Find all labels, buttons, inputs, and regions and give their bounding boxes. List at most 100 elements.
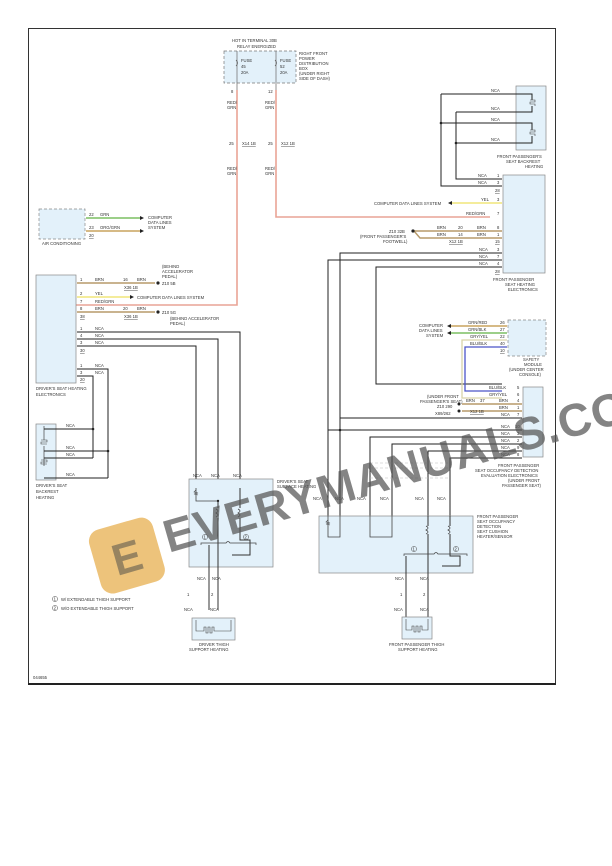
svg-text:BRN: BRN bbox=[137, 306, 146, 311]
fuse-box: HOT IN TERMINAL 30B RELAY ENERGIZED FUSE… bbox=[223, 38, 331, 94]
svg-text:(UNDER FRONT: (UNDER FRONT bbox=[508, 478, 540, 483]
heater-element-icon bbox=[237, 508, 241, 518]
svg-text:27: 27 bbox=[500, 327, 505, 332]
svg-text:DATA LINES: DATA LINES bbox=[419, 328, 443, 333]
svg-text:PEDAL): PEDAL) bbox=[170, 321, 186, 326]
svg-text:W/O EXTENDABLE THIGH SUPPORT: W/O EXTENDABLE THIGH SUPPORT bbox=[61, 606, 134, 611]
svg-text:NCA: NCA bbox=[95, 370, 104, 375]
svg-text:GRY/YEL: GRY/YEL bbox=[489, 392, 508, 397]
svg-text:GRN: GRN bbox=[227, 105, 236, 110]
svg-text:NCA: NCA bbox=[335, 496, 344, 501]
svg-text:RED/: RED/ bbox=[227, 166, 238, 171]
svg-text:(UNDER RIGHT: (UNDER RIGHT bbox=[299, 71, 330, 76]
svg-text:20A: 20A bbox=[280, 70, 288, 75]
passenger-seat-cushion-heater-sensor: NCA NCA NCA NCA NCA NCA 1 2 FRONT PASSEN… bbox=[313, 496, 518, 590]
svg-text:DRIVER'S SEAT HEATING: DRIVER'S SEAT HEATING bbox=[36, 386, 87, 391]
svg-text:YEL: YEL bbox=[95, 291, 104, 296]
figure-id: 044655 bbox=[33, 675, 48, 680]
svg-text:22: 22 bbox=[500, 334, 505, 339]
svg-text:COMPUTER DATA LINES SYSTEM: COMPUTER DATA LINES SYSTEM bbox=[374, 201, 442, 206]
driver-thigh-support-heating: 1 2 NCA NCA DRIVER THIGH SUPPORT HEATING bbox=[184, 592, 236, 652]
ground-icon bbox=[457, 409, 461, 413]
svg-text:20: 20 bbox=[458, 225, 463, 230]
svg-text:SAFETY: SAFETY bbox=[523, 357, 539, 362]
svg-text:1: 1 bbox=[80, 277, 83, 282]
svg-text:1: 1 bbox=[413, 547, 416, 552]
svg-text:2: 2 bbox=[80, 291, 83, 296]
svg-text:NCA: NCA bbox=[501, 445, 510, 450]
svg-text:AIR CONDITIONING: AIR CONDITIONING bbox=[42, 241, 81, 246]
svg-text:20: 20 bbox=[123, 306, 128, 311]
svg-text:BRN: BRN bbox=[499, 405, 508, 410]
svg-text:7: 7 bbox=[517, 412, 520, 417]
svg-text:X14 1B: X14 1B bbox=[242, 141, 256, 146]
svg-text:37: 37 bbox=[480, 398, 485, 403]
svg-text:BOX: BOX bbox=[299, 66, 308, 71]
heater-element-icon bbox=[405, 619, 429, 633]
svg-text:ELECTRONICS: ELECTRONICS bbox=[36, 392, 66, 397]
arrow-icon bbox=[447, 331, 451, 335]
svg-text:RED/: RED/ bbox=[265, 166, 276, 171]
svg-text:NCA: NCA bbox=[501, 412, 510, 417]
svg-text:(BEHIND ACCELERATOR: (BEHIND ACCELERATOR bbox=[170, 316, 219, 321]
svg-text:2: 2 bbox=[211, 592, 214, 597]
svg-text:NCA: NCA bbox=[193, 473, 202, 478]
svg-text:FUSE: FUSE bbox=[280, 58, 291, 63]
svg-text:SEAT BACKREST: SEAT BACKREST bbox=[506, 159, 541, 164]
svg-text:MODULE: MODULE bbox=[524, 362, 542, 367]
sensor-icon bbox=[325, 519, 331, 526]
svg-text:X89/262: X89/262 bbox=[435, 411, 451, 416]
svg-text:COMPUTER: COMPUTER bbox=[419, 323, 443, 328]
svg-text:23: 23 bbox=[89, 225, 94, 230]
svg-text:4: 4 bbox=[497, 261, 500, 266]
svg-text:6: 6 bbox=[517, 392, 520, 397]
svg-text:PASSENGER SEAT): PASSENGER SEAT) bbox=[502, 483, 542, 488]
svg-text:40: 40 bbox=[500, 341, 505, 346]
svg-text:SUPPORT HEATING: SUPPORT HEATING bbox=[398, 647, 438, 652]
svg-text:COMPUTER DATA LINES SYSTEM: COMPUTER DATA LINES SYSTEM bbox=[137, 295, 205, 300]
svg-text:BRN: BRN bbox=[466, 398, 475, 403]
safety-module: GRN/RED 26 GRN/BLK 27 GRY/YEL 22 BLU/BLK… bbox=[419, 319, 547, 399]
arrow-icon bbox=[130, 295, 134, 299]
svg-text:52: 52 bbox=[280, 64, 285, 69]
front-passenger-seat-heating-electronics: NCA 1 NCA 3 28 COMPUTER DATA LINES SYSTE… bbox=[327, 94, 546, 516]
svg-text:FRONT PASSENGER THIGH: FRONT PASSENGER THIGH bbox=[389, 642, 444, 647]
svg-text:DETECTION: DETECTION bbox=[477, 524, 501, 529]
svg-text:CONSOLE): CONSOLE) bbox=[519, 372, 541, 377]
svg-text:GRN: GRN bbox=[265, 171, 274, 176]
watermark-logo-icon bbox=[88, 517, 165, 594]
svg-text:NCA: NCA bbox=[491, 137, 500, 142]
svg-text:3: 3 bbox=[517, 431, 520, 436]
drivers-seat-surface-heating: DRIVER'S SEAT SURFACE HEATING NCA NCA NC… bbox=[188, 473, 316, 610]
svg-text:1: 1 bbox=[80, 326, 83, 331]
svg-text:2: 2 bbox=[245, 535, 248, 540]
svg-text:26: 26 bbox=[500, 320, 505, 325]
svg-text:X36 1B: X36 1B bbox=[124, 314, 138, 319]
svg-text:DRIVER'S SEAT: DRIVER'S SEAT bbox=[36, 483, 68, 488]
svg-text:NCA: NCA bbox=[184, 607, 193, 612]
svg-text:NCA: NCA bbox=[210, 607, 219, 612]
svg-text:2: 2 bbox=[54, 606, 57, 611]
svg-text:Z10 5B: Z10 5B bbox=[162, 281, 176, 286]
svg-text:EVALUATION ELECTRONICS: EVALUATION ELECTRONICS bbox=[481, 473, 538, 478]
svg-text:1: 1 bbox=[517, 405, 520, 410]
ground-icon bbox=[457, 402, 461, 406]
arrow-icon bbox=[448, 201, 452, 205]
svg-text:HEATING: HEATING bbox=[525, 164, 543, 169]
svg-text:BRN: BRN bbox=[477, 225, 486, 230]
svg-text:9: 9 bbox=[517, 445, 520, 450]
svg-text:X36 1B: X36 1B bbox=[124, 285, 138, 290]
svg-text:NCA: NCA bbox=[66, 452, 75, 457]
ground-icon bbox=[156, 310, 160, 314]
arrow-icon bbox=[140, 216, 144, 220]
svg-text:4: 4 bbox=[517, 398, 520, 403]
svg-text:NCA: NCA bbox=[501, 424, 510, 429]
svg-text:RED/: RED/ bbox=[265, 100, 276, 105]
svg-text:38: 38 bbox=[80, 314, 85, 319]
svg-text:1: 1 bbox=[54, 597, 57, 602]
svg-text:NCA: NCA bbox=[394, 607, 403, 612]
svg-text:X12 1B: X12 1B bbox=[281, 141, 295, 146]
svg-text:BRN: BRN bbox=[137, 277, 146, 282]
svg-text:3: 3 bbox=[497, 247, 500, 252]
svg-text:NCA: NCA bbox=[415, 496, 424, 501]
